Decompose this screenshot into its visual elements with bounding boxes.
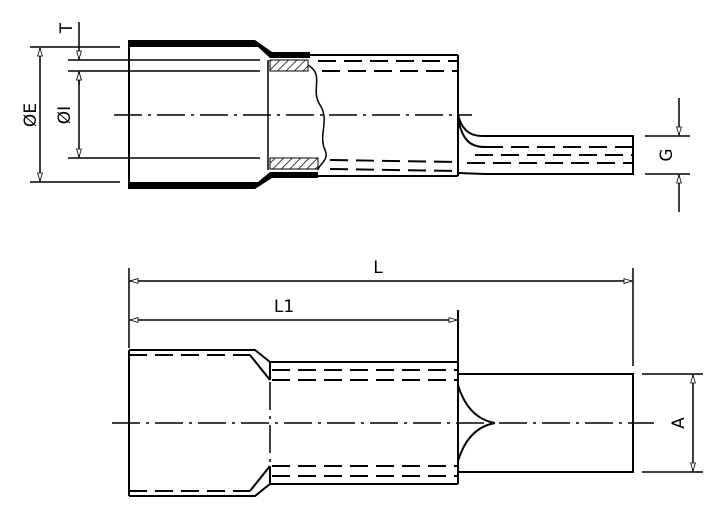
label-a: A [669,417,689,429]
pin-outline [457,114,634,175]
hidden-line [329,168,459,172]
sleeve-wall-top [129,40,310,58]
label-l1: L1 [274,297,294,317]
sleeve-bottom-outline [129,483,458,497]
pin-crimp-curve-top [457,384,496,424]
ferrule-wall-hatch-bottom [269,157,319,170]
ferrule-wall-hatch-top [269,59,309,72]
sleeve-top-outline [129,349,458,363]
section-view: ØE T ØI G [21,22,690,212]
label-oe: ØE [21,103,41,127]
hidden-step [249,354,271,381]
label-l: L [373,258,383,278]
hidden-step [249,465,271,492]
label-oi: ØI [55,106,75,124]
label-g: G [657,148,677,161]
break-line [307,64,327,171]
label-t: T [57,22,77,34]
hidden-line [329,159,459,163]
sleeve-wall-bottom [129,172,318,189]
pin-inner-curve [457,117,486,148]
pin-crimp-curve-bottom [457,422,496,462]
side-view: L L1 A [112,258,703,497]
